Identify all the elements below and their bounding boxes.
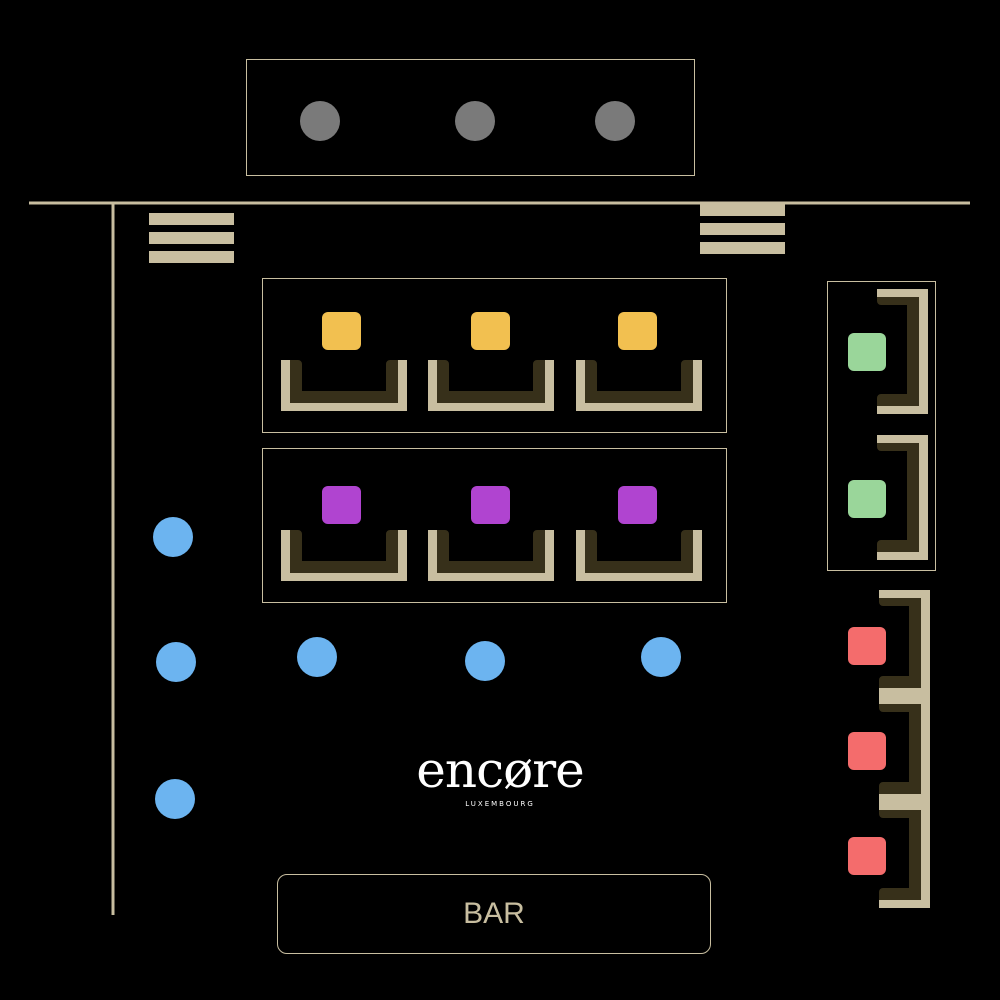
sofa-seat <box>290 360 398 403</box>
sofa <box>281 360 407 411</box>
sofa <box>879 802 930 908</box>
dj-table[interactable] <box>455 101 495 141</box>
sofa <box>281 530 407 581</box>
sofa-seat <box>585 530 693 573</box>
sofa <box>879 590 930 696</box>
sofa <box>877 289 928 414</box>
dj-table[interactable] <box>595 101 635 141</box>
sofa <box>428 530 554 581</box>
green-zone <box>827 281 936 571</box>
red-table[interactable] <box>848 627 886 665</box>
sofa-seat <box>437 530 545 573</box>
bar-area[interactable]: BAR <box>277 874 711 954</box>
logo-subtitle: LUXEMBOURG <box>465 800 535 808</box>
sofa-seat <box>879 810 921 900</box>
stairs-step <box>700 223 785 235</box>
sofa-seat <box>437 360 545 403</box>
yellow-zone <box>262 278 727 433</box>
purple-table[interactable] <box>618 486 657 524</box>
green-table[interactable] <box>848 333 886 371</box>
standing-table[interactable] <box>641 637 681 677</box>
purple-zone <box>262 448 727 603</box>
stairs-step <box>700 204 785 216</box>
green-table[interactable] <box>848 480 886 518</box>
standing-table[interactable] <box>155 779 195 819</box>
bar-label: BAR <box>463 897 525 930</box>
logo-text: encøre <box>416 741 584 799</box>
venue-logo: encøre LUXEMBOURG <box>400 742 600 808</box>
stairs-step <box>149 213 234 225</box>
sofa <box>879 696 930 802</box>
red-table[interactable] <box>848 837 886 875</box>
standing-table[interactable] <box>297 637 337 677</box>
sofa <box>576 360 702 411</box>
dj-area <box>246 59 695 176</box>
sofa-seat <box>290 530 398 573</box>
yellow-table[interactable] <box>322 312 361 350</box>
purple-table[interactable] <box>471 486 510 524</box>
standing-table[interactable] <box>156 642 196 682</box>
yellow-table[interactable] <box>618 312 657 350</box>
sofa <box>428 360 554 411</box>
sofa <box>877 435 928 560</box>
red-table[interactable] <box>848 732 886 770</box>
standing-table[interactable] <box>465 641 505 681</box>
stairs-step <box>149 251 234 263</box>
standing-table[interactable] <box>153 517 193 557</box>
purple-table[interactable] <box>322 486 361 524</box>
yellow-table[interactable] <box>471 312 510 350</box>
sofa-seat <box>877 443 919 552</box>
sofa-seat <box>879 704 921 794</box>
stairs-step <box>700 242 785 254</box>
dj-table[interactable] <box>300 101 340 141</box>
sofa-seat <box>585 360 693 403</box>
stairs-step <box>149 232 234 244</box>
sofa <box>576 530 702 581</box>
sofa-seat <box>877 297 919 406</box>
sofa-seat <box>879 598 921 688</box>
